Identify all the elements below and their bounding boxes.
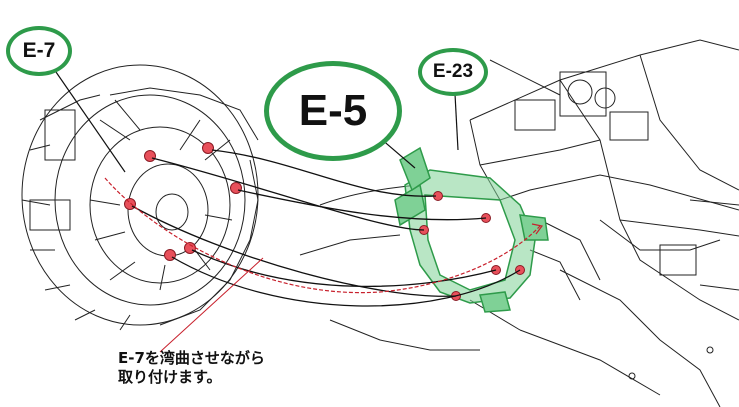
attach-point	[164, 249, 176, 261]
callout-e7: E-7	[6, 26, 72, 76]
callout-e23: E-23	[418, 48, 488, 96]
attach-point	[230, 182, 242, 194]
engine	[21, 64, 259, 331]
attach-point	[144, 150, 156, 162]
instruction-note-line-1: E-7を湾曲させながら	[118, 349, 265, 367]
instruction-note: E-7を湾曲させながら 取り付けます。	[118, 349, 265, 387]
fuselage-structure	[299, 39, 739, 407]
note-leader-line	[159, 257, 264, 353]
guide-lines	[131, 149, 521, 307]
callout-e5-label: E-5	[298, 86, 368, 135]
callout-e7-label: E-7	[22, 39, 56, 62]
part-e5-highlight	[394, 146, 549, 313]
attach-point	[202, 142, 214, 154]
callout-e5: E-5	[264, 61, 402, 161]
callout-e23-label: E-23	[432, 61, 474, 82]
instruction-note-line-2: 取り付けます。	[118, 368, 222, 386]
bend-line	[104, 177, 544, 294]
